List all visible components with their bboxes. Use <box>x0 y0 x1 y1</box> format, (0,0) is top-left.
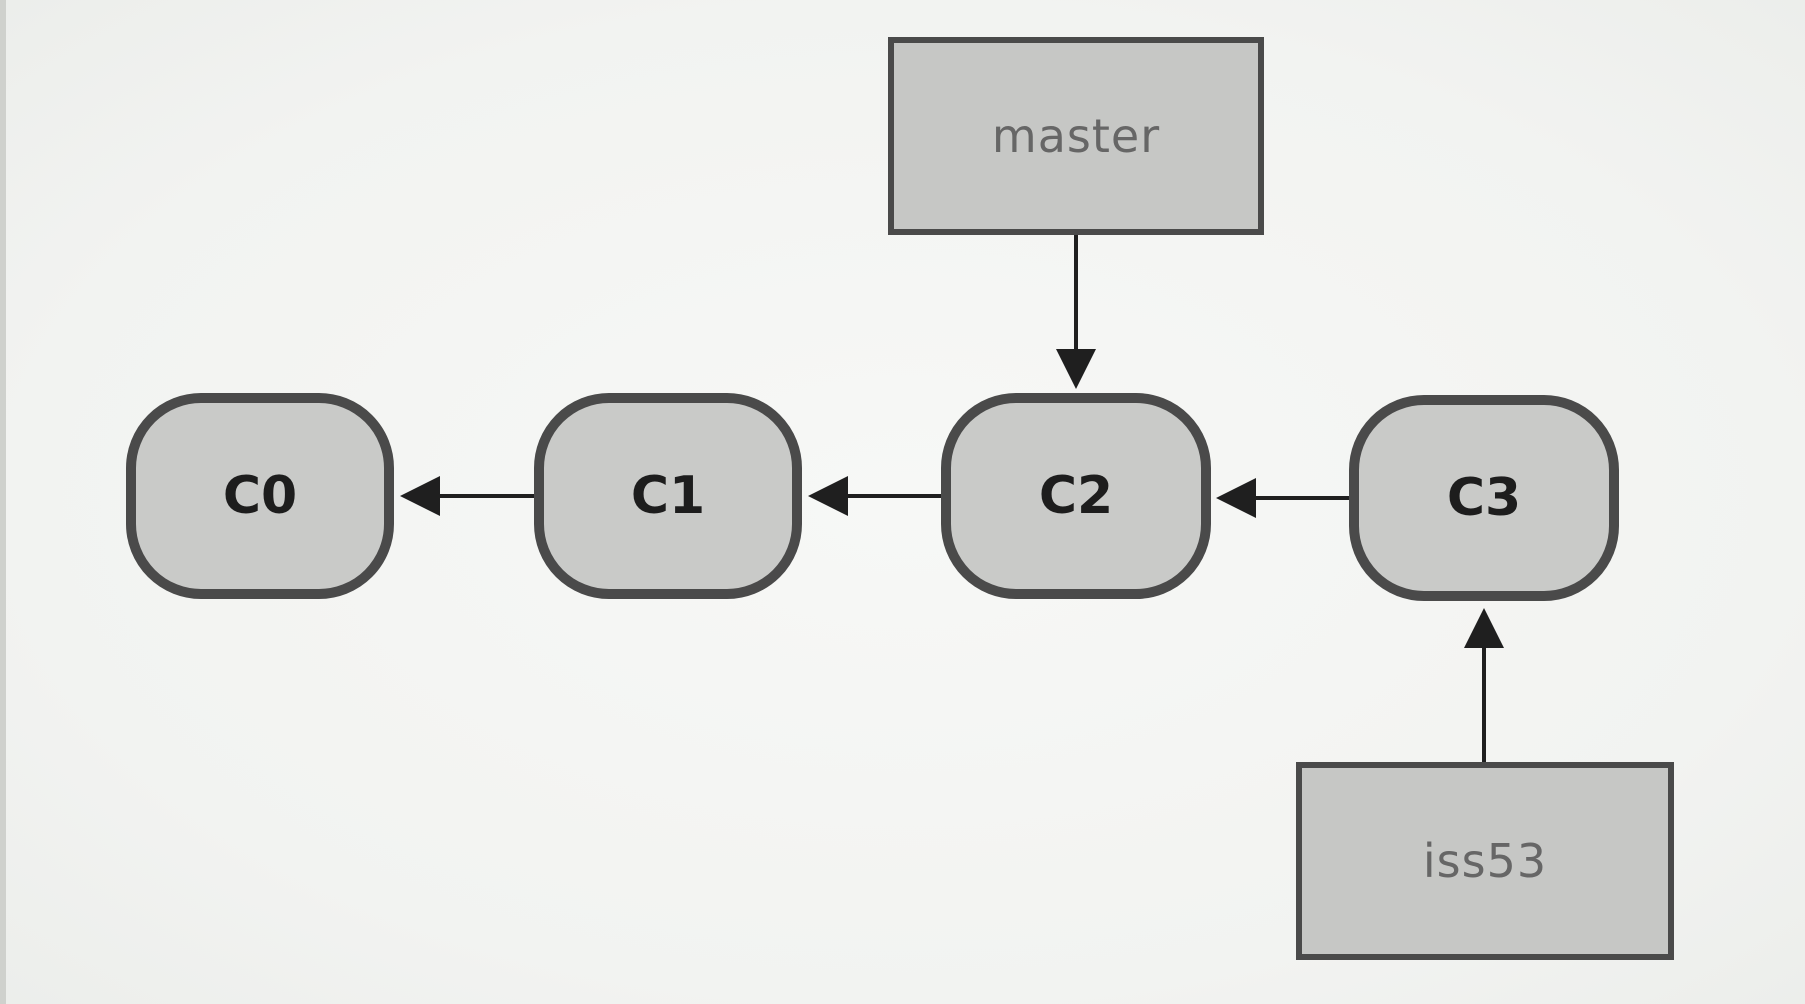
commit-node-c2 <box>941 393 1211 599</box>
branch-label-iss53: iss53 <box>1422 834 1548 888</box>
commit-node-c0 <box>126 393 394 599</box>
commit-label-c2: C2 <box>1038 466 1114 526</box>
commit-label-c3: C3 <box>1446 468 1522 528</box>
commit-node-c3 <box>1349 395 1619 601</box>
branch-box-iss53 <box>1296 762 1674 960</box>
commit-node-c1 <box>534 393 802 599</box>
branch-label-master: master <box>991 109 1161 163</box>
commit-label-c0: C0 <box>222 466 298 526</box>
diagram-graphics <box>126 37 1674 960</box>
commit-label-c1: C1 <box>630 466 706 526</box>
branch-box-master <box>888 37 1264 235</box>
